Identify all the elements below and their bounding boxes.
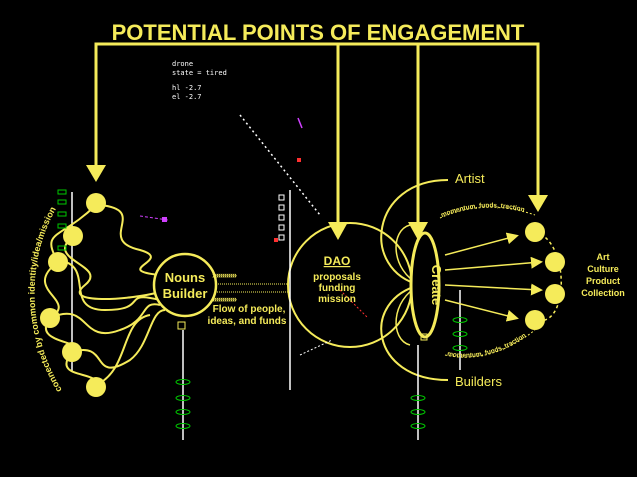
community-node [86, 377, 106, 397]
flow-bar: ›››››››››››› ›››››››››››› [212, 270, 289, 304]
dao-title: DAO [324, 254, 351, 268]
artist-label: Artist [455, 171, 485, 186]
create-label: Create [429, 265, 444, 305]
debug-dotted-line [239, 114, 321, 216]
engagement-arrowheads [86, 165, 548, 240]
nouns-builder-node: Nouns Builder [152, 252, 218, 318]
debug-line-2: state = tired [172, 69, 227, 77]
engagement-arrows [94, 42, 540, 222]
debug-stick-left [175, 321, 191, 440]
nouns-builder-line2: Builder [163, 286, 208, 301]
dao-line1: proposals [313, 272, 361, 283]
create-node: Create Artist Builders [380, 171, 502, 440]
debug-line-1: drone [172, 60, 193, 68]
community-node [86, 193, 106, 213]
output-node [545, 252, 565, 272]
community-node [62, 342, 82, 362]
community-node [63, 226, 83, 246]
output-nodes [525, 222, 565, 330]
community-node [40, 308, 60, 328]
debug-markers-left [57, 189, 67, 251]
flow-label-line1: Flow of people, [213, 304, 286, 315]
dao-line3: mission [318, 294, 356, 305]
output-label-art: Art [597, 252, 610, 262]
nouns-builder-line1: Nouns [165, 270, 205, 285]
flow-arrows-top: ›››››››››››› [212, 270, 237, 280]
debug-overlay: drone state = tired hl -2.7 el -2.7 [172, 60, 227, 101]
output-node [545, 284, 565, 304]
output-arrows [444, 232, 543, 322]
builders-label: Builders [455, 374, 502, 389]
community-group: connected by common identity/idea/missio… [27, 189, 169, 397]
output-node [525, 310, 545, 330]
output-label-culture: Culture [587, 264, 619, 274]
debug-line-3: hl -2.7 [172, 84, 202, 92]
output-label-collection: Collection [581, 288, 625, 298]
dao-line2: funding [319, 283, 356, 294]
community-node [48, 252, 68, 272]
top-feedback-label-path: momentum, funds, traction [440, 202, 525, 219]
output-label-product: Product [586, 276, 620, 286]
flow-arrows-bottom: ›››››››››››› [212, 294, 237, 304]
diagram-title: POTENTIAL POINTS OF ENGAGEMENT [112, 20, 525, 45]
output-node [525, 222, 545, 242]
flow-label-line2: ideas, and funds [208, 316, 287, 327]
dao-node: DAO proposals funding mission [274, 117, 413, 390]
top-feedback-label: momentum, funds, traction [440, 202, 525, 219]
debug-line-4: el -2.7 [172, 93, 202, 101]
